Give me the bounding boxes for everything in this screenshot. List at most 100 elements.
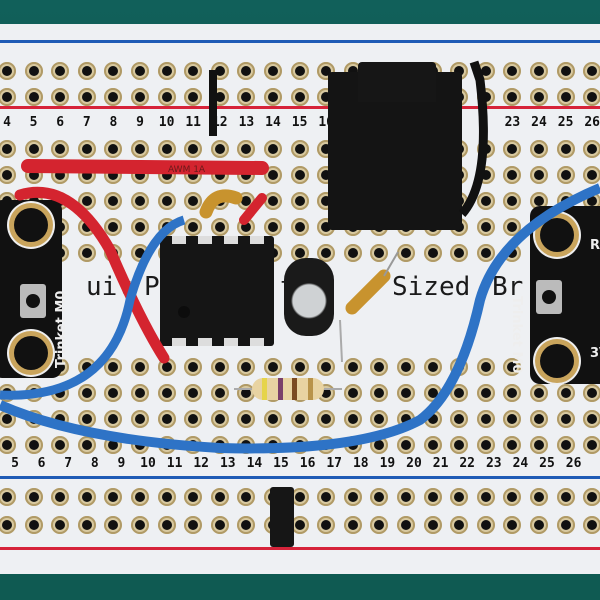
column-number: 11 [185, 115, 202, 130]
board-hole [157, 516, 176, 534]
column-number: 20 [406, 456, 422, 471]
board-hole [77, 88, 96, 106]
board-hole [264, 140, 282, 158]
board-hole [556, 516, 575, 534]
board-hole [530, 410, 548, 428]
column-number: 22 [459, 456, 476, 471]
board-hole [157, 410, 176, 428]
board-hole [24, 88, 43, 106]
board-hole [184, 516, 203, 534]
column-number: 8 [109, 115, 118, 130]
board-hole [77, 244, 96, 262]
board-hole [583, 88, 600, 106]
board-hole [583, 62, 600, 80]
resistor-band-yellow [262, 378, 267, 400]
board-hole [503, 488, 522, 506]
reset-button[interactable] [20, 284, 46, 318]
board-hole [131, 410, 149, 428]
board-hole [51, 516, 70, 534]
board-hole [423, 244, 442, 262]
board-hole [583, 410, 600, 428]
column-number: 11 [166, 456, 183, 471]
board-hole [0, 488, 16, 506]
board-hole [24, 488, 43, 506]
column-number: 9 [136, 115, 144, 130]
top-red-rail-line [0, 106, 600, 109]
black-jack-wire [458, 60, 488, 217]
board-hole [264, 192, 282, 210]
board-hole [476, 410, 495, 428]
board-hole [450, 384, 469, 402]
board-hole [476, 436, 495, 454]
board-hole [370, 516, 389, 534]
mounting-hole [14, 336, 48, 370]
board-hole [503, 166, 522, 184]
board-hole [184, 384, 203, 402]
column-number: 7 [82, 115, 91, 130]
board-hole [237, 516, 256, 534]
board-hole [24, 436, 43, 454]
board-hole [184, 488, 203, 506]
board-hole [476, 218, 495, 236]
board-hole [423, 488, 442, 506]
board-hole [51, 436, 70, 454]
board-hole [77, 516, 96, 534]
board-hole [104, 192, 123, 210]
board-hole [556, 88, 575, 106]
board-hole [503, 384, 522, 402]
board-hole [77, 62, 96, 80]
board-hole [264, 358, 282, 376]
pin-label: 3V [590, 346, 600, 361]
board-hole [370, 384, 389, 402]
board-hole [210, 410, 229, 428]
board-hole [370, 244, 389, 262]
board-hole [556, 140, 575, 158]
reset-button[interactable] [536, 280, 562, 314]
board-hole [51, 488, 70, 506]
ic-pin [172, 338, 186, 346]
board-hole [237, 88, 256, 106]
board-hole [503, 358, 522, 376]
board-hole [530, 140, 548, 158]
board-hole [450, 244, 469, 262]
board-hole [184, 218, 203, 236]
ic-pin [198, 338, 212, 346]
column-number: 15 [291, 115, 308, 130]
board-hole [583, 516, 600, 534]
red-jumper-text: AWM 1A [168, 165, 206, 175]
board-hole [184, 192, 203, 210]
ic-pin [172, 236, 186, 244]
right-trinket-m0: Rs 3V Trinket M0 [509, 206, 600, 384]
blue-wire-left [0, 215, 186, 400]
board-hole [0, 140, 16, 158]
audio-jack [328, 62, 462, 230]
electrolytic-capacitor [284, 258, 334, 336]
board-hole [104, 410, 123, 428]
board-hole [184, 62, 203, 80]
resistor [252, 378, 324, 400]
board-hole [343, 516, 362, 534]
board-hole [583, 436, 600, 454]
column-number: 7 [64, 456, 73, 471]
board-hole [317, 244, 336, 262]
column-number: 10 [158, 115, 175, 130]
board-hole [530, 166, 548, 184]
board-hole [503, 140, 522, 158]
board-hole [24, 516, 43, 534]
board-hole [157, 384, 176, 402]
column-number: 25 [557, 115, 574, 130]
board-hole [290, 192, 309, 210]
board-hole [210, 140, 229, 158]
board-hole [476, 384, 495, 402]
board-hole [264, 218, 282, 236]
board-hole [51, 62, 70, 80]
column-number: 14 [265, 115, 281, 130]
capacitor-lead [339, 319, 343, 363]
board-hole [290, 516, 309, 534]
board-hole [583, 140, 600, 158]
board-hole [104, 516, 123, 534]
column-number: 23 [485, 456, 502, 471]
board-hole [343, 358, 362, 376]
red-curved-wire [14, 186, 170, 364]
column-number: 25 [539, 456, 555, 471]
